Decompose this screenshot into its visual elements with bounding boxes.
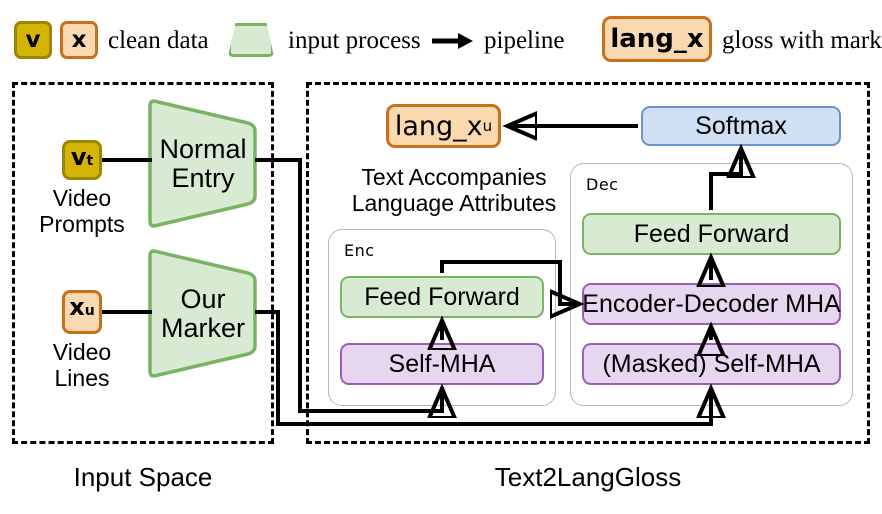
arrow-right-icon xyxy=(432,33,473,49)
output-gloss-tag-sub: u xyxy=(482,117,493,135)
caption-video-prompts-line2: Prompts xyxy=(39,210,125,237)
caption-video-lines-line2: Lines xyxy=(54,364,110,391)
encoder-self-mha-label: Self-MHA xyxy=(388,349,496,378)
decoder-feed-forward-label: Feed Forward xyxy=(633,219,790,248)
token-video-prompt-sub: t xyxy=(86,153,94,169)
encoder-feed-forward-label: Feed Forward xyxy=(364,282,520,311)
caption-video-prompts-line1: Video xyxy=(52,185,112,211)
decoder-masked-self-mha-block: (Masked) Self-MHA xyxy=(582,343,841,385)
encoder-our-marker: Our Marker xyxy=(148,247,258,380)
note-text-accompanies: Text Accompanies Language Attributes xyxy=(344,164,564,217)
encoder-subpanel-label: Enc xyxy=(344,241,375,260)
decoder-masked-self-mha-label: (Masked) Self-MHA xyxy=(602,349,821,378)
token-video-lines-sub: u xyxy=(84,303,95,319)
our-marker-trapezoid-icon xyxy=(148,249,257,378)
decoder-feed-forward-block: Feed Forward xyxy=(582,213,841,255)
legend-clean-data-label: clean data xyxy=(108,27,209,54)
legend-clean-data-v-box: v xyxy=(14,21,52,59)
encoder-feed-forward-block: Feed Forward xyxy=(340,276,544,318)
trapezoid-icon xyxy=(228,23,274,57)
caption-video-prompts: Video Prompts xyxy=(22,185,142,238)
normal-entry-trapezoid-icon xyxy=(148,99,257,228)
decoder-encoder-decoder-mha-label: Encoder-Decoder MHA xyxy=(582,289,841,318)
caption-video-lines-line1: Video xyxy=(52,339,112,365)
legend: v x clean data input process pipeline la… xyxy=(0,0,882,78)
legend-input-process-label: input process xyxy=(288,27,421,54)
legend-gloss-tag-text: lang_x xyxy=(610,24,704,54)
legend-clean-data-x-text: x xyxy=(71,27,87,53)
note-line1: Text Accompanies xyxy=(361,164,547,190)
encoder-normal-entry: Normal Entry xyxy=(148,97,258,230)
input-space-title: Input Space xyxy=(73,462,213,492)
text2langgloss-title: Text2LangGloss xyxy=(494,462,682,492)
caption-video-lines: Video Lines xyxy=(22,339,142,392)
token-video-lines-text: x xyxy=(69,293,85,321)
softmax-block: Softmax xyxy=(641,106,841,146)
note-line2: Language Attributes xyxy=(351,190,557,217)
decoder-subpanel-label: Dec xyxy=(586,175,619,194)
token-video-prompt-text: v xyxy=(70,143,87,171)
legend-pipeline-label: pipeline xyxy=(484,27,565,54)
encoder-self-mha-block: Self-MHA xyxy=(340,343,544,385)
output-gloss-tag-text: lang_x xyxy=(394,110,483,142)
legend-gloss-label: gloss with mark xyxy=(722,27,882,54)
legend-clean-data-x-box: x xyxy=(60,21,98,59)
softmax-label: Softmax xyxy=(695,111,787,140)
decoder-encoder-decoder-mha-block: Encoder-Decoder MHA xyxy=(582,283,841,325)
legend-gloss-tag-box: lang_x xyxy=(602,16,712,62)
legend-clean-data-v-text: v xyxy=(25,27,41,53)
